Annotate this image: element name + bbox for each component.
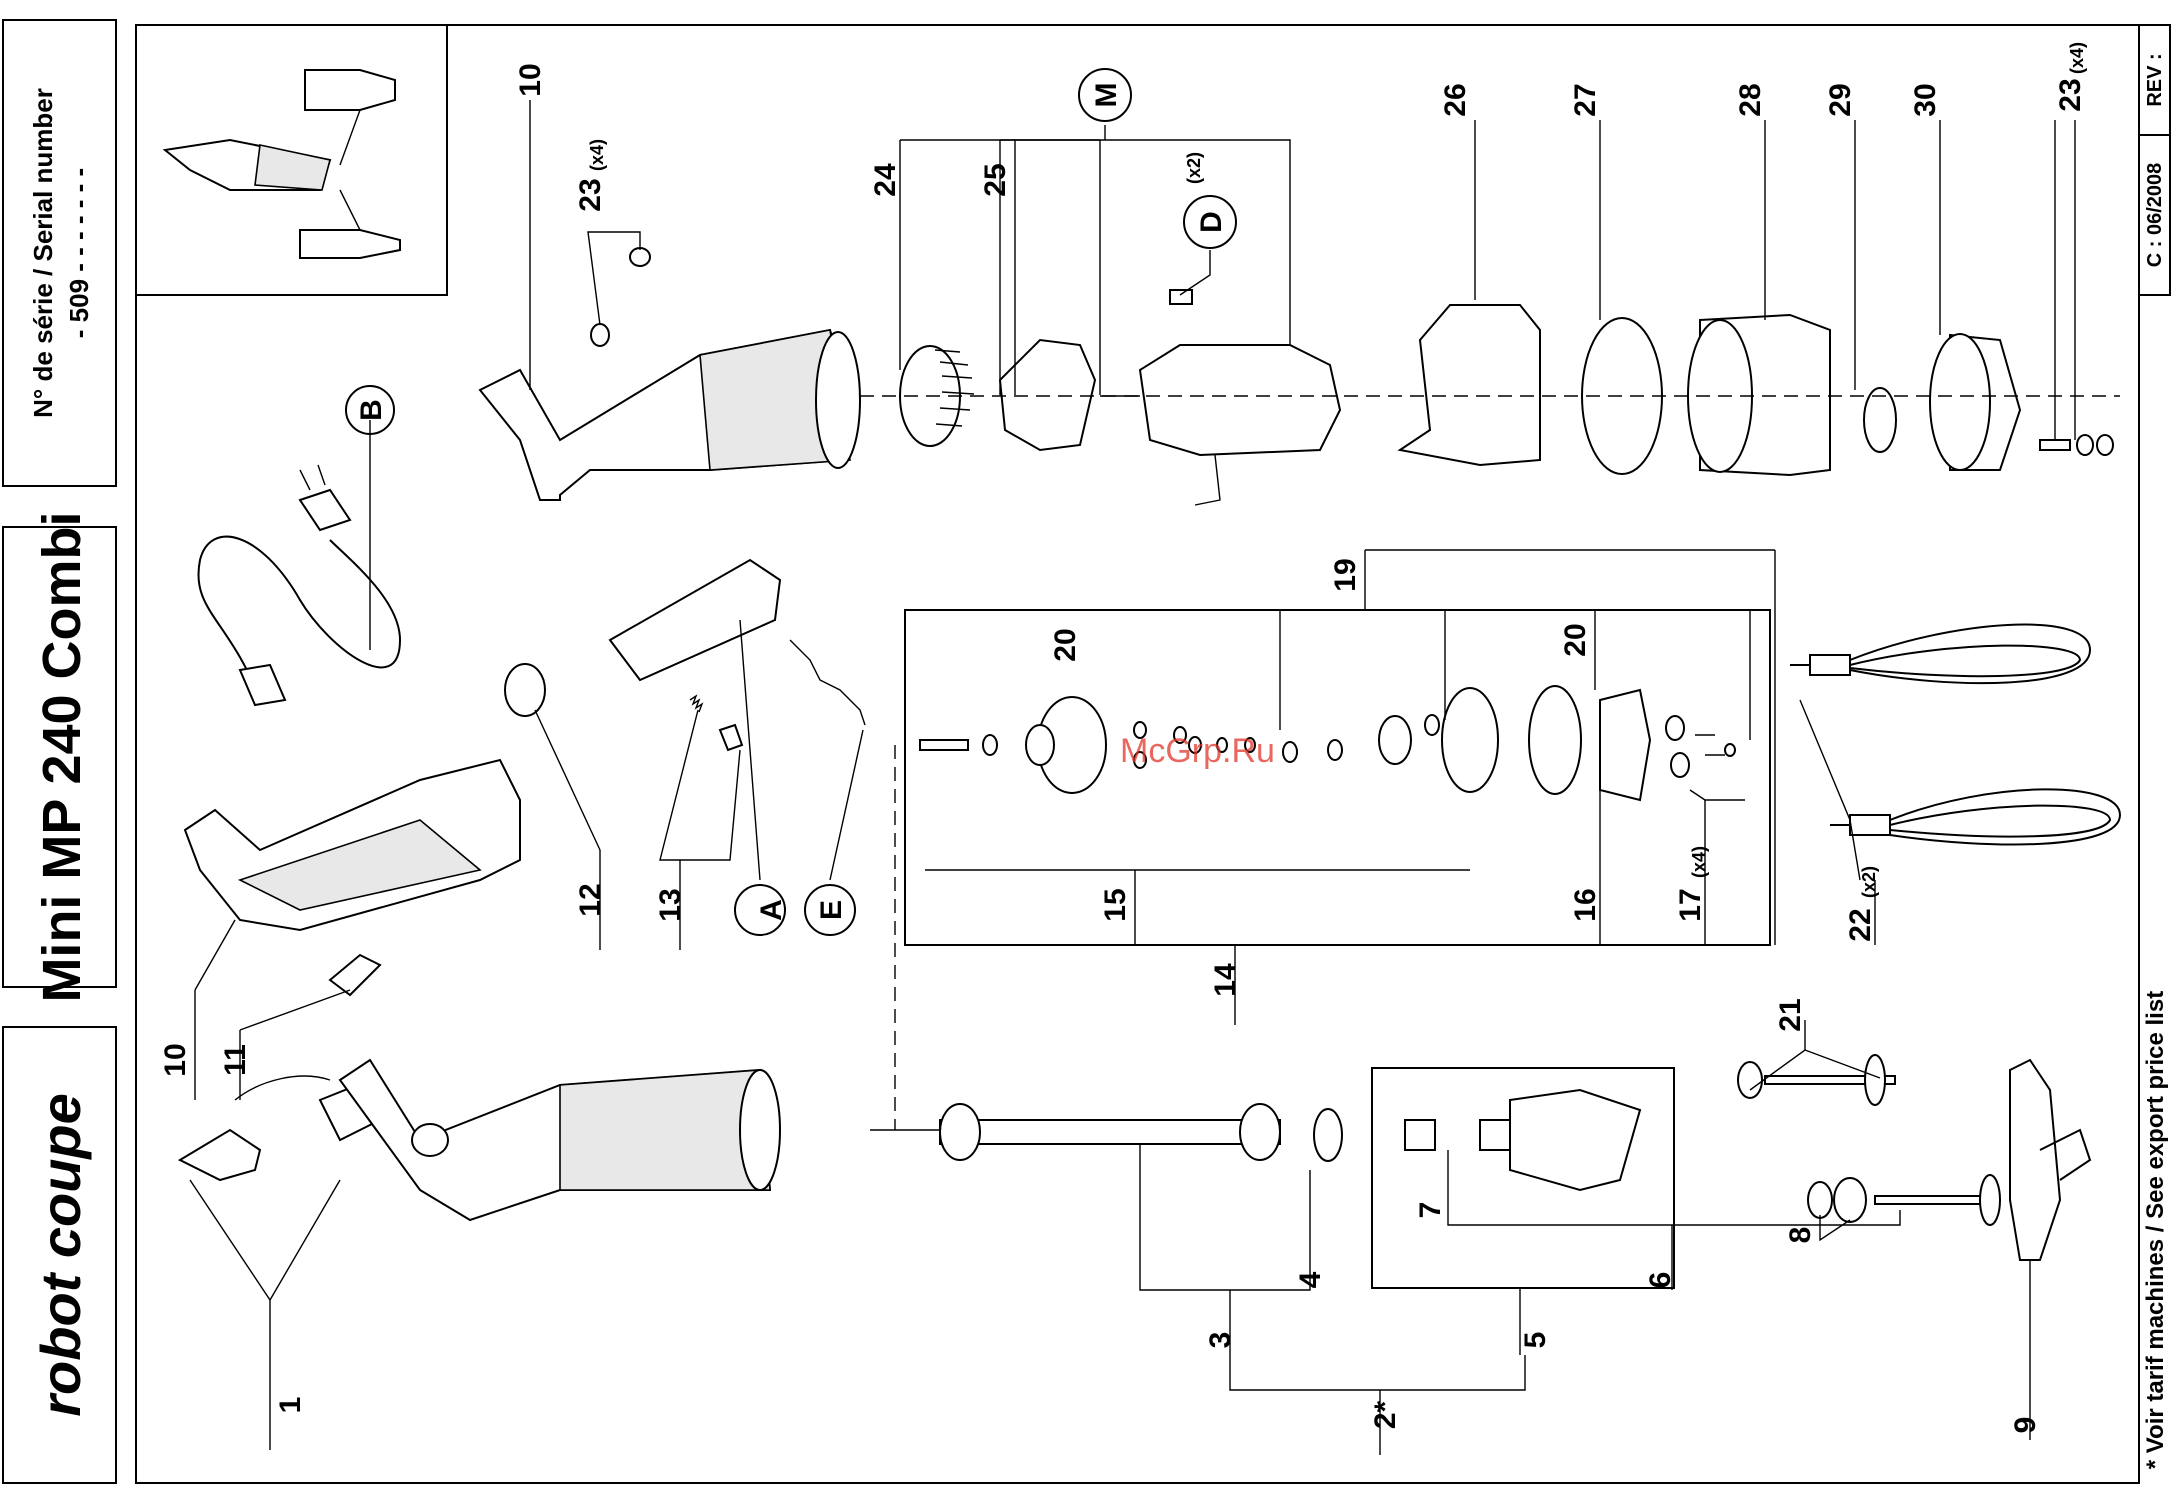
upper-assembly (480, 248, 2120, 505)
callout-1: 1 (274, 1397, 307, 1414)
serial-value: - 509 - - - - - - - (64, 168, 94, 338)
callout-15: 15 (1099, 888, 1132, 921)
date-label: C : 06/2008 (2144, 163, 2166, 268)
callout-D: D (1195, 211, 1228, 233)
model-title: Mini MP 240 Combi (32, 511, 92, 1002)
callout-13: 13 (654, 888, 687, 921)
gearbox-assembly (905, 610, 1770, 945)
shaft-tube (940, 1120, 1280, 1144)
callout-27: 27 (1569, 83, 1602, 116)
plate-16 (1600, 690, 1650, 800)
serial-box (3, 20, 116, 486)
callout-23-right-multiplier: (x4) (2067, 42, 2087, 74)
callout-A: A (755, 899, 788, 921)
rev-label: REV : (2144, 53, 2166, 106)
callout-M: M (1090, 83, 1123, 108)
whisks (1790, 625, 2120, 845)
wire (790, 640, 865, 725)
callout-30: 30 (1909, 83, 1942, 116)
watermark: McGrp.Ru (1120, 732, 1275, 770)
callout-14: 14 (1209, 963, 1242, 997)
spring (690, 696, 702, 712)
callout-2: 2* (1369, 1400, 1402, 1429)
callout-21: 21 (1774, 998, 1807, 1031)
callout-22-multiplier: (x2) (1859, 866, 1879, 898)
motor (1140, 345, 1340, 455)
callout-23-right: 23 (2054, 78, 2087, 111)
callout-4: 4 (1294, 1271, 1327, 1288)
callout-5: 5 (1519, 1332, 1552, 1349)
cable-clip (180, 1130, 260, 1180)
callout-19: 19 (1329, 558, 1362, 591)
callout-B: B (355, 399, 388, 421)
callout-28: 28 (1734, 83, 1767, 116)
thumbnail-sketch (165, 70, 400, 258)
part-11 (330, 955, 380, 995)
motor-bracket (1000, 340, 1095, 450)
callout-17: 17 (1674, 888, 1707, 921)
footnote: * Voir tarif machines / See export price… (2142, 991, 2169, 1469)
callout-8: 8 (1784, 1227, 1817, 1244)
callout-D-multiplier: (x2) (1184, 152, 1204, 184)
part-12 (505, 664, 545, 716)
callout-25: 25 (979, 163, 1012, 196)
callout-E: E (815, 900, 848, 920)
callout-11: 11 (219, 1044, 252, 1076)
callout-12: 12 (574, 883, 607, 916)
callout-10-upper: 10 (514, 63, 547, 96)
callout-3: 3 (1204, 1332, 1237, 1349)
part-26 (1400, 305, 1540, 465)
switch (610, 560, 780, 680)
callout-24: 24 (869, 163, 902, 197)
callout-10-lower: 10 (159, 1043, 192, 1076)
oring-29 (1864, 388, 1896, 452)
callout-23-upper-multiplier: (x4) (587, 139, 607, 171)
callout-16: 16 (1569, 888, 1602, 921)
callout-9: 9 (2009, 1417, 2042, 1434)
callout-7: 7 (1414, 1202, 1447, 1219)
callout-23-upper: 23 (574, 178, 607, 211)
serial-label: N° de série / Serial number (28, 88, 58, 418)
callout-22: 22 (1844, 908, 1877, 941)
brand-logo: robot coupe (29, 1093, 92, 1417)
callout-26: 26 (1439, 83, 1472, 116)
title-block: N° de série / Serial number - 509 - - - … (3, 20, 116, 1483)
oring-4 (1314, 1109, 1342, 1161)
callout-6: 6 (1644, 1272, 1677, 1289)
bell-guard (1510, 1090, 1640, 1190)
callout-20-left: 20 (1049, 628, 1082, 661)
callout-17-multiplier: (x4) (1689, 846, 1709, 878)
brush-D (1170, 290, 1192, 304)
callout-29: 29 (1824, 83, 1857, 116)
wall-bracket (2010, 1060, 2060, 1260)
callout-20-right: 20 (1559, 623, 1592, 656)
